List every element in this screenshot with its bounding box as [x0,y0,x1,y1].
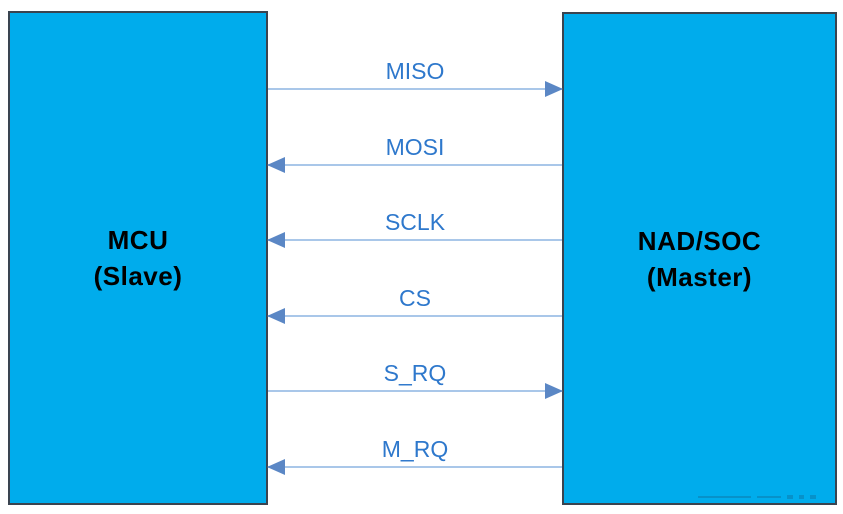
arrow-left-icon [267,459,285,475]
signal-row-cs: CS [267,283,562,325]
mcu-box-title: MCU [107,225,169,255]
signal-label: S_RQ [383,360,447,386]
signal-label: M_RQ [381,436,449,462]
signal-label: CS [399,285,431,311]
signal-line [268,390,562,392]
signal-row-m_rq: M_RQ [267,434,562,476]
signal-row-mosi: MOSI [267,132,562,174]
arrow-left-icon [267,157,285,173]
signal-line [268,164,562,166]
signal-line [268,239,562,241]
signal-line [268,88,562,90]
signal-label: SCLK [384,209,446,235]
nad-soc-box-subtitle: (Master) [646,261,753,292]
mcu-slave-box: MCU (Slave) [8,11,268,505]
arrow-left-icon [267,308,285,324]
arrow-left-icon [267,232,285,248]
signal-line [268,466,562,468]
arrow-right-icon [545,383,563,399]
nad-soc-box-title: NAD/SOC [637,225,762,256]
signal-row-s_rq: S_RQ [268,358,563,400]
nad-soc-master-box: NAD/SOC (Master) [562,12,837,505]
arrow-right-icon [545,81,563,97]
signal-label: MISO [385,58,445,84]
signal-row-sclk: SCLK [267,207,562,249]
mcu-box-subtitle: (Slave) [93,261,183,291]
signal-label: MOSI [385,134,445,160]
signal-line [268,315,562,317]
signal-row-miso: MISO [268,56,563,98]
